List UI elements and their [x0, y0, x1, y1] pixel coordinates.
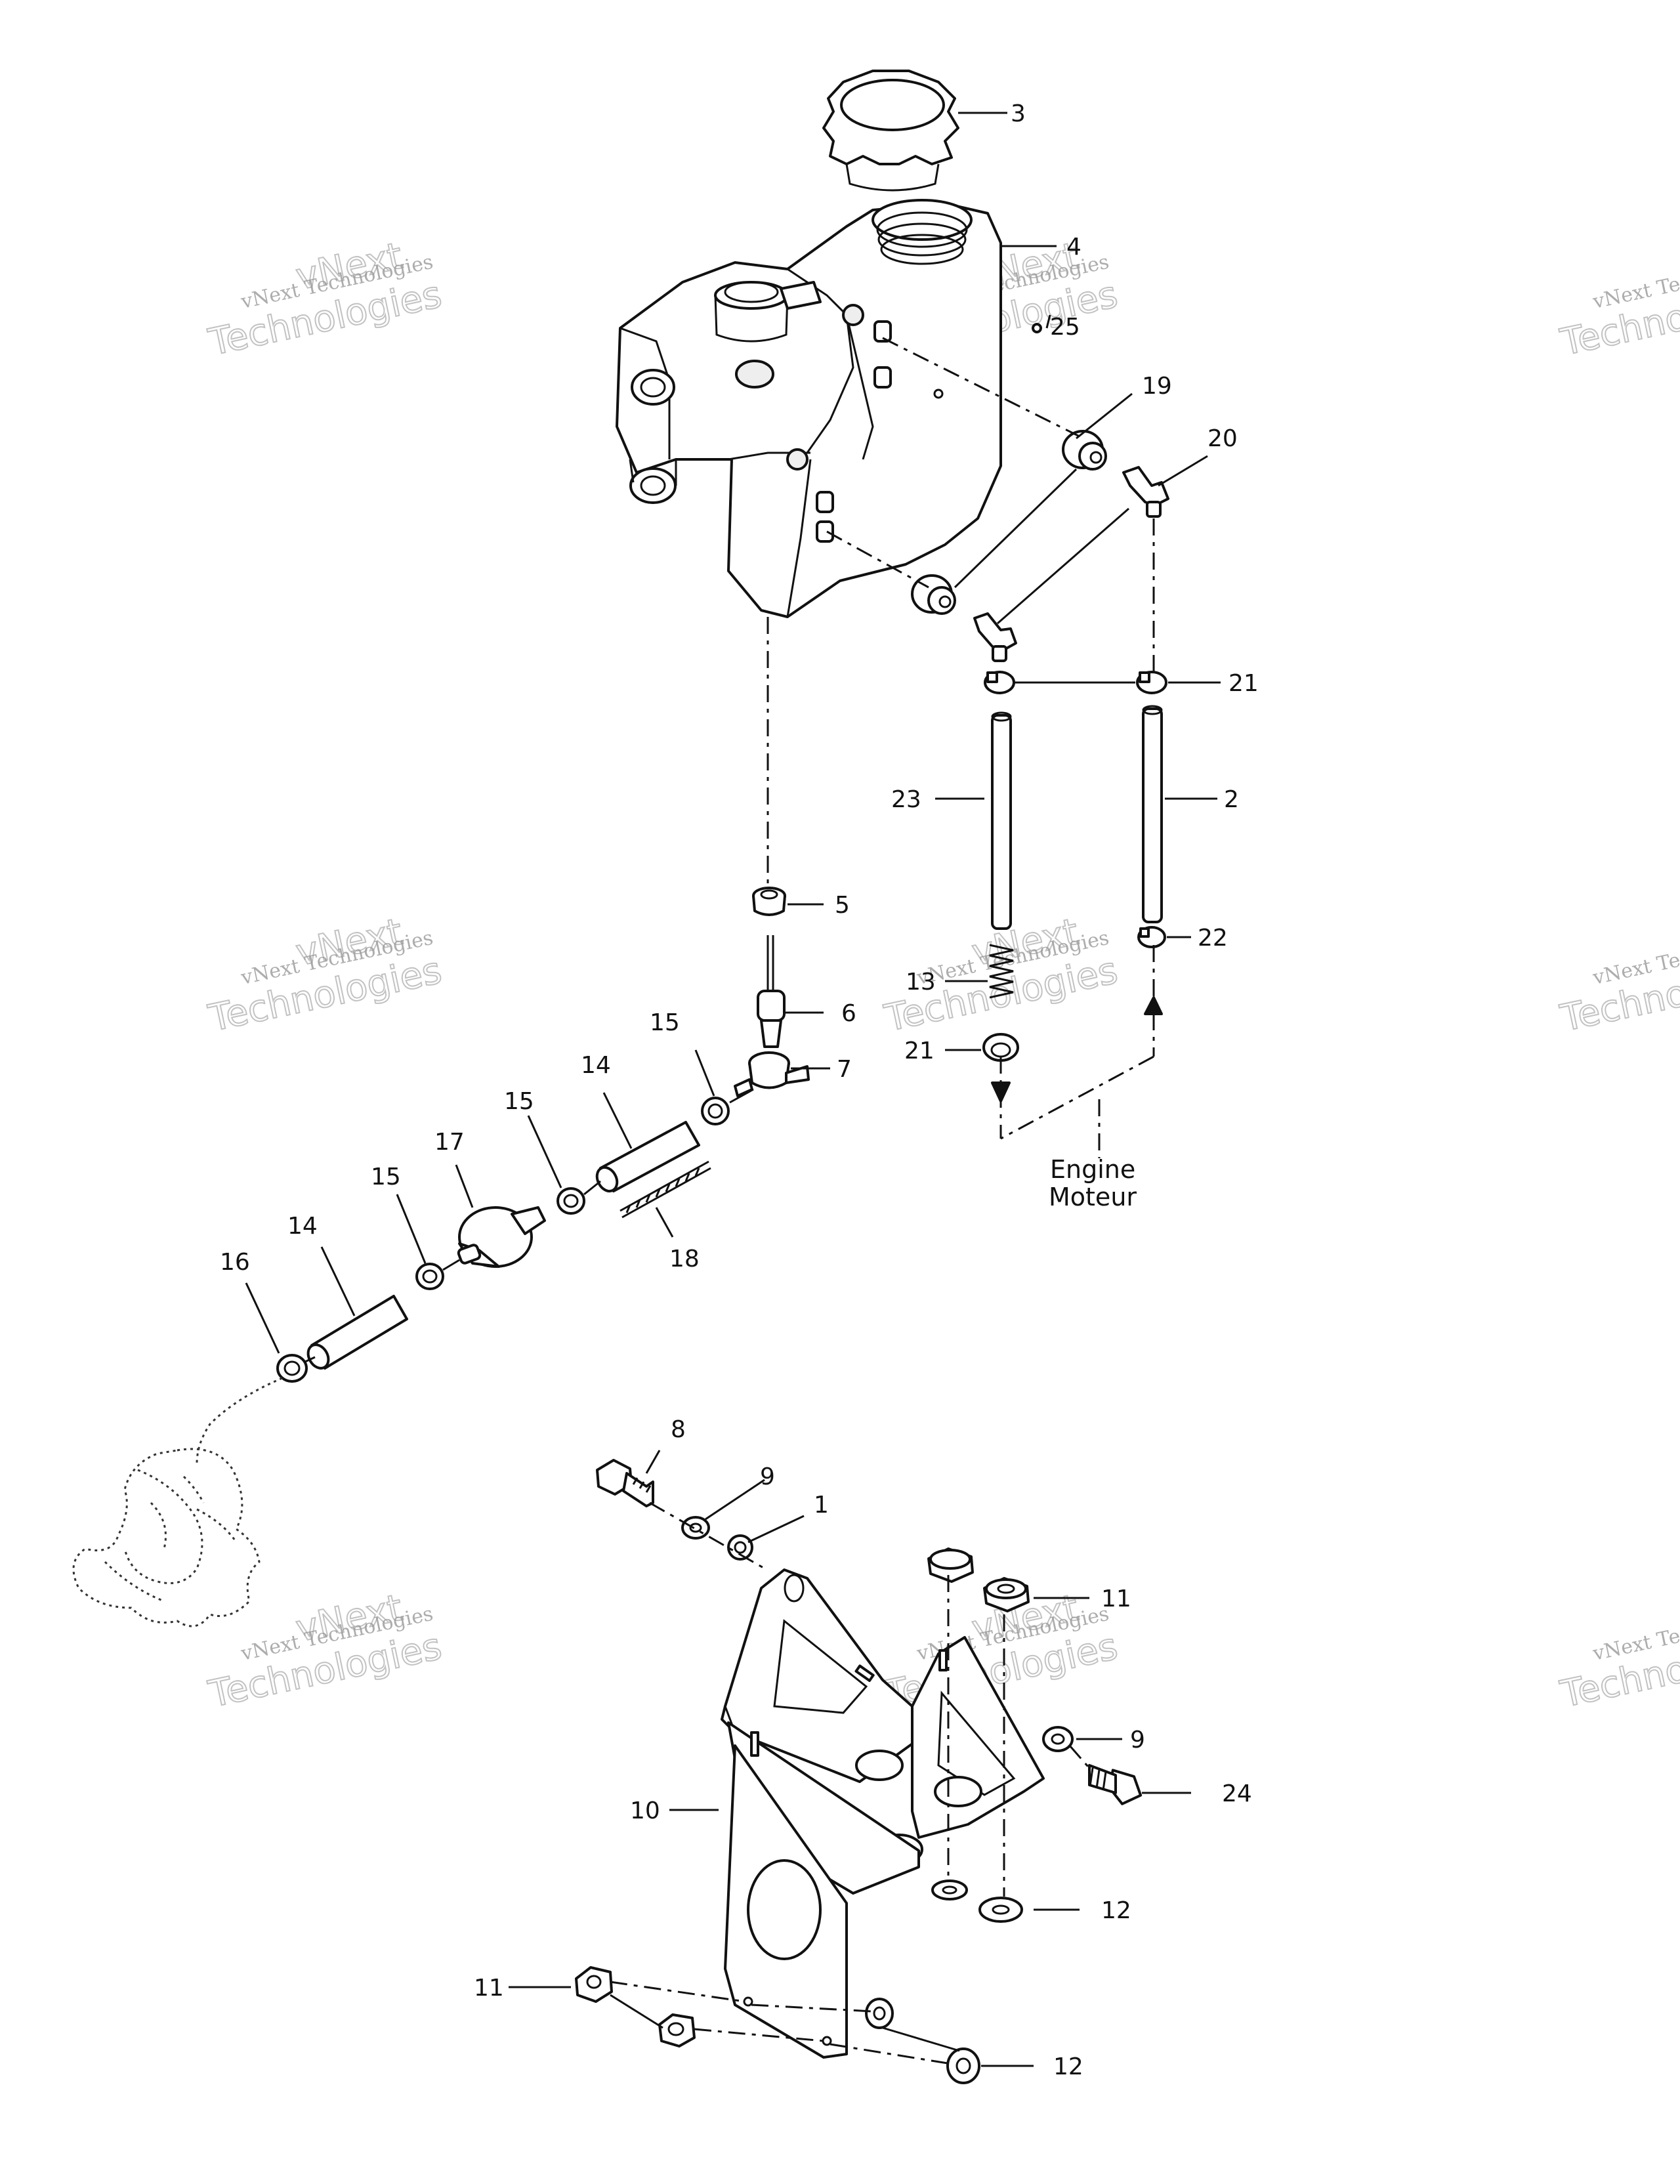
- bolt-axis-line: [649, 1502, 765, 1570]
- spring-18: [620, 1160, 711, 1219]
- label-11-lower: 11: [474, 1975, 504, 2002]
- lower-axis-4: [830, 2043, 952, 2065]
- fuel-hose-14-upper: [595, 1121, 700, 1193]
- label-9-lower: 9: [1130, 1727, 1145, 1754]
- carburetor-outline: [72, 1377, 283, 1628]
- label-20: 20: [1208, 425, 1238, 452]
- label-11-upper: 11: [1101, 1586, 1131, 1612]
- washer-12-lower-large: [946, 2048, 980, 2084]
- engine-caption: Engine Moteur: [1049, 1155, 1137, 1211]
- label-6: 6: [841, 1000, 856, 1027]
- hose-link-4: [304, 1356, 316, 1363]
- hose-link-3: [442, 1259, 460, 1271]
- label-21-lower: 21: [904, 1038, 934, 1064]
- oil-tank: [616, 199, 1042, 618]
- label-5: 5: [835, 892, 850, 919]
- label-19: 19: [1142, 373, 1172, 400]
- label-10: 10: [630, 1797, 660, 1824]
- part-labels: 3 4 25 19 20 21 23 2 22 5 13 6 7 21 15 1…: [220, 100, 1259, 2080]
- label-2: 2: [1224, 786, 1239, 813]
- hose-clamp-21-right: [1136, 671, 1167, 694]
- washer-12-upper-large: [978, 1897, 1023, 1923]
- washer-link-lower: [882, 2026, 960, 2052]
- hose-clamp-21-left: [984, 671, 1015, 694]
- bolt-24: [1088, 1764, 1143, 1805]
- washer-9-upper: [681, 1516, 710, 1540]
- outlet-tube-6: [757, 935, 786, 1048]
- tank-cap: [822, 70, 959, 192]
- label-13: 13: [906, 969, 936, 996]
- nut-11-lower-left: [575, 1966, 613, 2003]
- tank-outlet-grommet-5: [752, 887, 786, 916]
- washer-1: [727, 1534, 753, 1561]
- moteur-label: Moteur: [1049, 1183, 1137, 1211]
- label-18: 18: [669, 1246, 700, 1272]
- label-3: 3: [1011, 100, 1026, 127]
- label-15-upper: 15: [650, 1009, 680, 1036]
- elbow-fitting-upper: [1122, 466, 1169, 518]
- lower-axis-2: [694, 2028, 824, 2042]
- nut-11-upper-right: [983, 1577, 1030, 1612]
- label-12-lower: 12: [1053, 2053, 1083, 2080]
- hose-clamp-16: [276, 1354, 308, 1383]
- grommet-upper: [1062, 430, 1107, 471]
- washer-12-upper-small: [931, 1880, 968, 1900]
- oil-hose-23: [991, 711, 1012, 930]
- label-1: 1: [814, 1492, 829, 1519]
- label-21-upper: 21: [1228, 670, 1259, 697]
- assembly-lines: [766, 337, 1163, 1158]
- label-23: 23: [891, 786, 921, 813]
- label-16: 16: [220, 1249, 250, 1276]
- lower-axis-3: [751, 2004, 873, 2013]
- elbow-fitting-lower: [973, 612, 1017, 662]
- oil-hose-2: [1142, 705, 1163, 923]
- nut-11-upper-left: [927, 1547, 974, 1583]
- label-22: 22: [1198, 925, 1228, 952]
- label-24: 24: [1222, 1780, 1252, 1807]
- label-9-upper: 9: [760, 1463, 775, 1490]
- hose-clamp-15-lower: [415, 1263, 444, 1290]
- hose-clamp-15-upper: [701, 1097, 730, 1125]
- label-8: 8: [671, 1416, 686, 1443]
- bolt-24-axis: [1068, 1745, 1094, 1773]
- label-15-middle: 15: [504, 1088, 534, 1115]
- shut-off-valve-7: [734, 1051, 810, 1097]
- label-15-lower: 15: [371, 1164, 401, 1190]
- label-17: 17: [434, 1129, 465, 1156]
- mounting-bracket-10: [721, 1568, 1045, 2059]
- bolt-8: [596, 1459, 654, 1507]
- hose-clamp-22: [1137, 926, 1166, 948]
- label-12-upper: 12: [1101, 1897, 1131, 1924]
- label-14-lower: 14: [287, 1213, 318, 1240]
- label-leaders: [245, 112, 1221, 2067]
- label-7: 7: [837, 1056, 852, 1083]
- nut-11-lower-center: [658, 2013, 696, 2048]
- spring-13: [989, 944, 1014, 999]
- washer-9-lower: [1042, 1726, 1074, 1752]
- fuel-filter-17: [457, 1206, 546, 1268]
- washer-12-lower-small: [865, 1998, 894, 2029]
- lower-axis-1: [610, 1981, 746, 2003]
- fuel-hose-14-lower: [306, 1295, 408, 1370]
- label-4: 4: [1066, 234, 1082, 261]
- label-25: 25: [1050, 314, 1080, 341]
- label-14-upper: 14: [581, 1052, 611, 1079]
- nut-link-lower: [610, 1994, 663, 2029]
- hose-link-1: [729, 1088, 754, 1104]
- hose-clamp-15-middle: [556, 1187, 585, 1215]
- engine-label: Engine: [1050, 1155, 1135, 1184]
- hose-link-2: [583, 1180, 601, 1196]
